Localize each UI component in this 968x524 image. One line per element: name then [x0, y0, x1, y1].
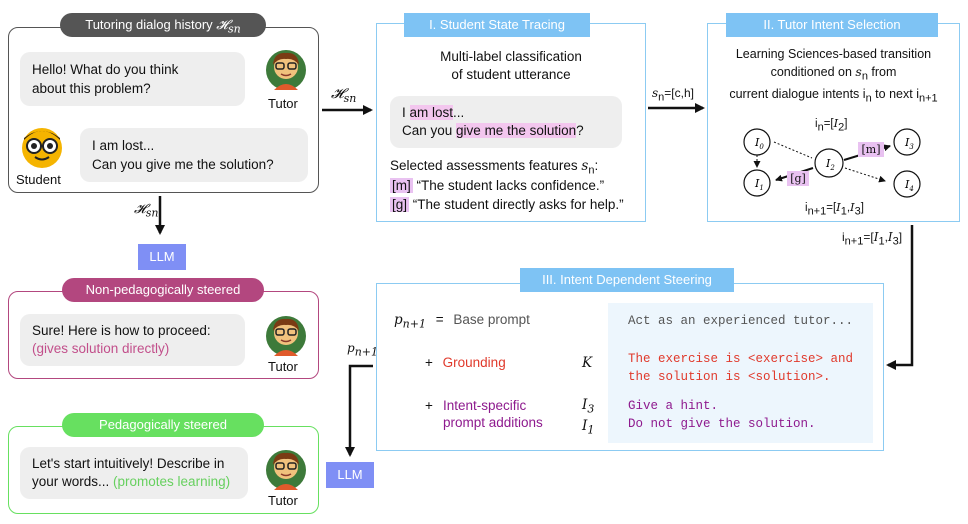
non-ped-tutor-label: Tutor: [268, 359, 298, 374]
intent-current-label: in=[I2]: [815, 116, 848, 134]
intent-vars: I3 I1: [582, 397, 595, 437]
intent-additions-term: + Intent-specific prompt additions: [425, 398, 543, 430]
tutor-label: Tutor: [268, 96, 298, 111]
label-h-sn: 𝓗sn: [331, 86, 357, 105]
student-utterance-bubble: I am lost... Can you give me the solutio…: [390, 96, 622, 148]
ped-tutor-label: Tutor: [268, 493, 298, 508]
arrow-intent-to-steering: [886, 225, 914, 370]
code-grounding: The exercise is <exercise> and the solut…: [628, 352, 854, 384]
grounding-term: + Grounding: [425, 355, 506, 370]
svg-text:I4: I4: [904, 178, 914, 193]
tutor-avatar-icon-2: [264, 314, 308, 358]
svg-text:I1: I1: [754, 177, 764, 192]
ped-bubble: Let's start intuitively! Describe in you…: [20, 447, 248, 499]
intent-desc: Learning Sciences-based transition condi…: [729, 47, 938, 104]
svg-text:I3: I3: [904, 136, 914, 151]
non-ped-bubble: Sure! Here is how to proceed: (gives sol…: [20, 314, 245, 366]
label-h-sn-down: 𝓗sn: [134, 202, 159, 220]
label-s-n: sn=[c,h]: [652, 86, 694, 104]
tracing-desc: Multi-label classification of student ut…: [440, 49, 582, 82]
svg-text:[g]: [g]: [790, 172, 806, 185]
code-bg: [608, 303, 873, 443]
intent-next-label: in+1=[I1,I3]: [805, 200, 864, 218]
intent-graph: [m] [g] I0 I1 I2 I3 I4: [743, 128, 921, 198]
label-p-next: pn+1: [347, 341, 378, 359]
non-ped-title: Non-pedagogically steered: [62, 278, 264, 302]
code-base: Act as an experienced tutor...: [628, 314, 854, 328]
student-avatar-icon: [20, 126, 64, 170]
arrow-steering-to-llm: [345, 364, 373, 457]
tutor-avatar-icon: [264, 48, 308, 92]
steering-title: III. Intent Dependent Steering: [520, 268, 734, 292]
intent-title: II. Tutor Intent Selection: [726, 13, 938, 37]
feature-m: [m] “The student lacks confidence.”: [390, 178, 605, 193]
llm-box-top: LLM: [138, 244, 186, 270]
prompt-lhs: pn+1 = Base prompt: [394, 312, 530, 331]
grounding-var: K: [582, 355, 593, 371]
code-intent: Give a hint. Do not give the solution.: [628, 399, 816, 431]
ped-title: Pedagogically steered: [62, 413, 264, 437]
history-title: Tutoring dialog history 𝓗sn: [60, 13, 266, 37]
student-bubble: I am lost... Can you give me the solutio…: [80, 128, 308, 182]
tracing-title: I. Student State Tracing: [404, 13, 590, 37]
student-label: Student: [16, 172, 61, 187]
features-label: Selected assessments features sn:: [390, 158, 599, 177]
feature-g: [g] “The student directly asks for help.…: [390, 197, 624, 212]
tutor-avatar-icon-3: [264, 448, 308, 492]
label-i-next: in+1=[I1,I3]: [842, 230, 903, 248]
llm-box-bottom: LLM: [326, 462, 374, 488]
svg-text:[m]: [m]: [861, 143, 880, 156]
svg-text:I2: I2: [825, 157, 835, 172]
tutor-bubble: Hello! What do you think about this prob…: [20, 52, 245, 106]
svg-text:I0: I0: [754, 136, 764, 151]
